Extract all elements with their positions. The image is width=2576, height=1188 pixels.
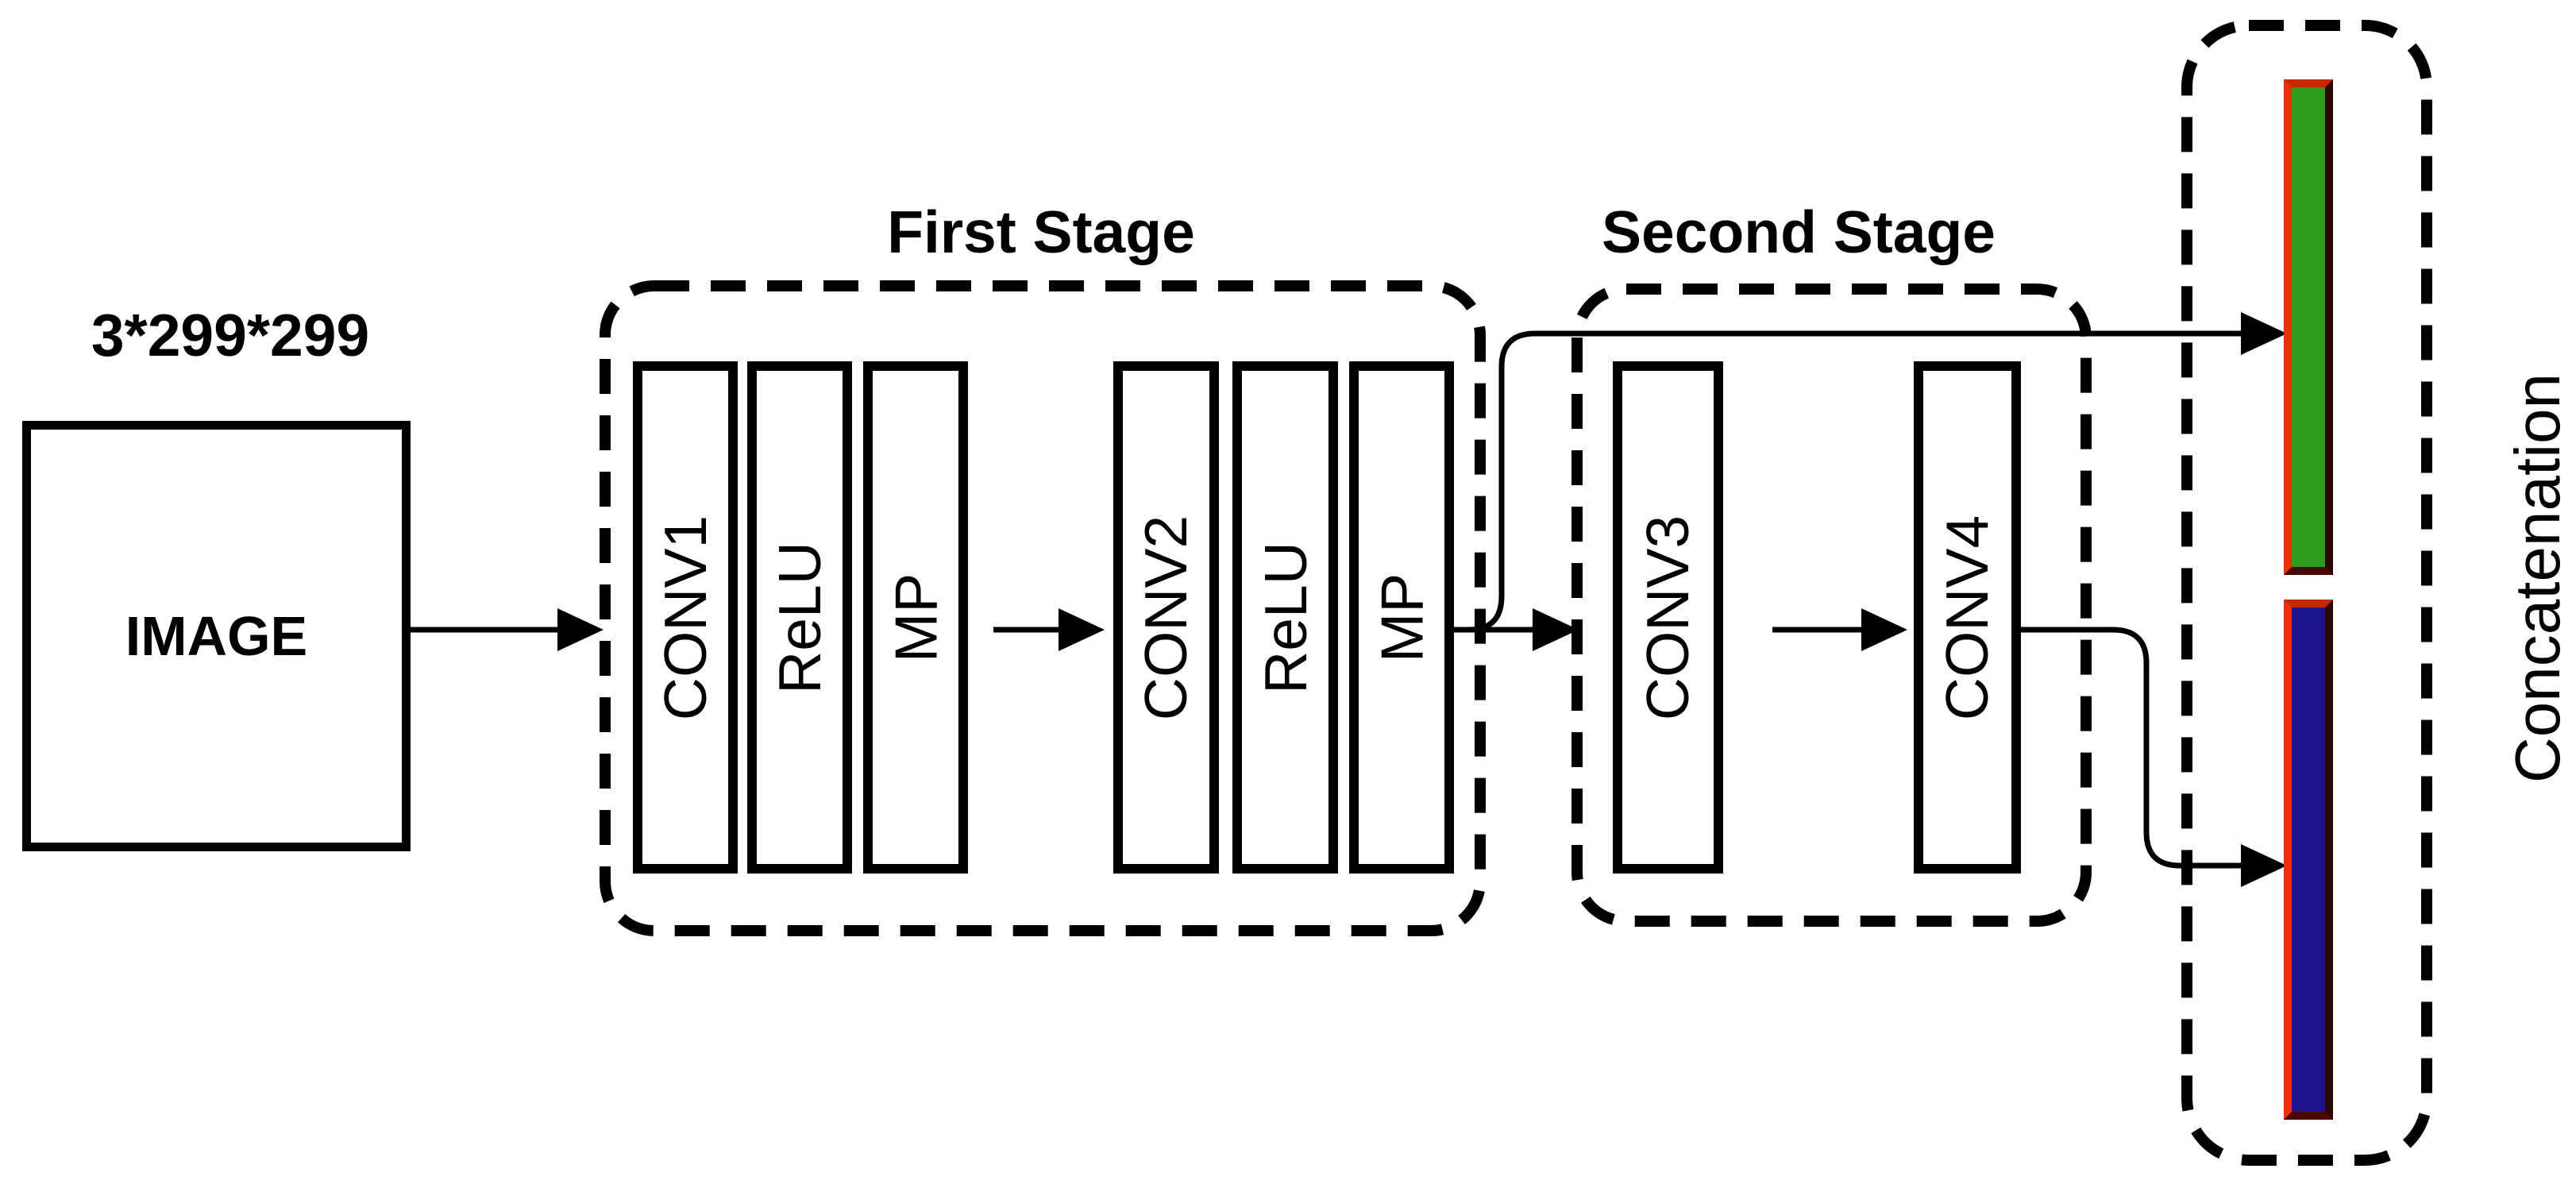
arrowhead-conv3-to-conv4-icon [1861,608,1907,651]
layer-label-conv1: CONV1 [652,515,719,720]
layer-box-relu1: ReLU [747,361,852,874]
green-feature-bar [2284,79,2333,575]
connector-mp2-to-green-bar [1467,330,2241,633]
layer-box-mp1: MP [863,361,968,874]
layer-label-relu2: ReLU [1251,541,1319,694]
layer-box-conv3: CONV3 [1613,361,1723,874]
concatenation-outline [2181,20,2432,1166]
layer-label-mp1: MP [882,573,949,662]
layer-label-relu1: ReLU [766,541,833,694]
arrowhead-to-blue-bar-icon [2241,844,2287,887]
input-image-label: IMAGE [125,605,308,667]
layer-box-mp2: MP [1349,361,1454,874]
layer-box-conv2: CONV2 [1113,361,1219,874]
layer-label-conv4: CONV4 [1934,515,2001,720]
input-dims-label: 3*299*299 [91,302,370,368]
arrowhead-mp2-to-stage2-icon [1533,608,1579,651]
first-stage-title: First Stage [887,199,1195,265]
layer-box-relu2: ReLU [1232,361,1338,874]
second-stage-title: Second Stage [1602,199,1996,265]
concatenation-label: Concatenation [2502,373,2573,783]
arrowhead-image-to-stage1-icon [557,608,604,651]
arrowhead-to-green-bar-icon [2241,312,2287,355]
connector-conv4-to-blue-bar [2021,627,2241,869]
second-stage-outline [1571,284,2092,927]
layer-label-conv3: CONV3 [1634,515,1702,720]
blue-feature-bar [2284,600,2333,1120]
arrowhead-mp1-to-conv2-icon [1059,608,1105,651]
layer-label-conv2: CONV2 [1132,515,1200,720]
layer-box-conv4: CONV4 [1914,361,2021,874]
layer-label-mp2: MP [1368,573,1435,662]
layer-box-conv1: CONV1 [633,361,738,874]
input-image-box: IMAGE [22,421,411,851]
first-stage-outline [600,280,1486,936]
